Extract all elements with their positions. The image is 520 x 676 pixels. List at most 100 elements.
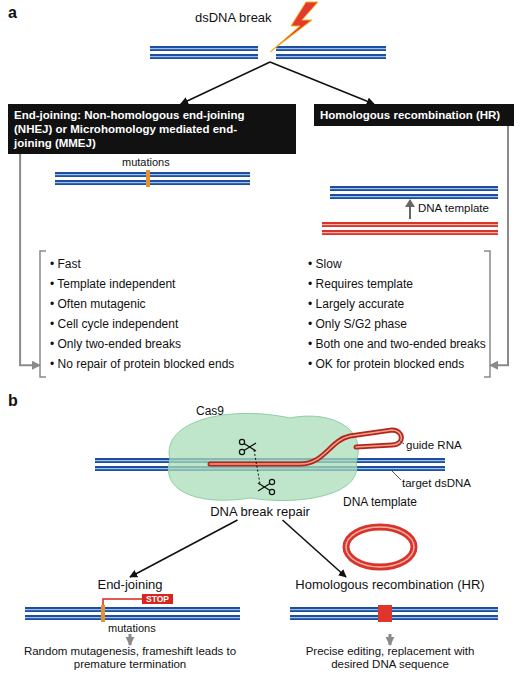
break-node-text: dsDNA break <box>150 10 390 26</box>
scissors-symbol <box>258 484 270 492</box>
pathway-box-text: End-joining: Non-homologous end-joining … <box>14 108 254 150</box>
panel-letter: a <box>8 4 17 22</box>
plasmid-node: DNA template <box>340 494 420 574</box>
cut-line <box>254 450 260 484</box>
edited-segment <box>378 605 392 622</box>
step-label-text: DNA break repair <box>185 504 335 520</box>
cas9-protein <box>168 413 358 500</box>
dna-strand <box>290 617 498 618</box>
connector-arrow <box>270 62 374 104</box>
dna-strand <box>290 605 498 622</box>
dna-strand <box>322 186 498 235</box>
outcome-text-text: Precise editing, replacement with desire… <box>290 645 490 671</box>
template-strand <box>322 230 498 235</box>
leader-line <box>399 440 404 444</box>
dna-strand <box>290 615 498 620</box>
list-bracket <box>40 251 46 377</box>
dna-strand <box>150 48 258 49</box>
scissors-symbol <box>258 483 270 491</box>
property-list-text: • Both one and two-ended breaks <box>308 334 490 354</box>
property-list-text: • Only S/G2 phase <box>308 314 490 334</box>
step-label: DNA break repair <box>185 504 335 520</box>
callout-label: DNA template <box>418 201 489 215</box>
guide-rna <box>210 430 401 464</box>
outcome-text: Precise editing, replacement with desire… <box>290 645 490 671</box>
dna-strand <box>276 56 386 57</box>
callout-label: mutations <box>108 621 156 635</box>
property-list-text: • Slow <box>308 254 490 274</box>
template-arrow <box>405 199 415 207</box>
dna-strand <box>330 186 498 191</box>
stop-line <box>103 599 142 605</box>
mutation-mark <box>146 170 150 187</box>
pathway-box: End-joining: Non-homologous end-joining … <box>8 104 296 154</box>
callout-label: target dsDNA <box>402 476 471 490</box>
outcome-branch-text: Homologous recombination (HR) <box>280 577 500 593</box>
dna-strand <box>25 607 240 612</box>
property-list-text: • Fast <box>50 254 290 274</box>
guide-rna <box>210 430 401 464</box>
connector-arrow <box>130 520 238 577</box>
connector-arrow <box>129 634 132 645</box>
outcome-text: Random mutagenesis, frameshift leads to … <box>8 645 252 671</box>
template-arrow <box>409 206 411 219</box>
dna-strand <box>55 174 250 175</box>
dna-strand <box>290 609 498 610</box>
dna-strand <box>290 607 498 612</box>
property-list-text: • No repair of protein blocked ends <box>50 354 290 374</box>
lightning-bolt <box>270 2 318 52</box>
property-list-text: • OK for protein blocked ends <box>308 354 490 374</box>
dna-strand <box>330 196 498 197</box>
dna-strand <box>150 56 258 57</box>
property-list: • Fast• Template independent• Often muta… <box>40 250 290 378</box>
connector-arrow <box>20 154 40 365</box>
pathway-box-text: Homologous recombination (HR) <box>320 108 508 122</box>
dna-strand <box>276 48 386 49</box>
template-strand <box>322 224 498 225</box>
connector-arrow <box>490 126 508 365</box>
plasmid-node-text: DNA template <box>340 494 420 510</box>
scissors-symbol <box>244 444 256 452</box>
dna-strand <box>330 188 498 189</box>
property-list-text: • Only two-ended breaks <box>50 334 290 354</box>
break-node: dsDNA break <box>150 10 390 62</box>
leader-line <box>392 471 401 480</box>
dna-strand <box>25 609 240 610</box>
plasmid-ring <box>346 527 414 567</box>
connector-arrow <box>283 520 347 577</box>
callout-label: guide RNA <box>406 438 462 452</box>
mutation-mark <box>101 605 105 622</box>
panel-letter: b <box>8 392 18 410</box>
property-list-text: • Template independent <box>50 274 290 294</box>
dna-strand <box>150 54 258 59</box>
dna-strand <box>55 180 250 185</box>
connector-arrow <box>389 634 392 645</box>
list-bracket <box>484 251 490 377</box>
property-list-text: • Requires template <box>308 274 490 294</box>
dna-strand <box>25 615 240 620</box>
property-list-text: • Largely accurate <box>308 294 490 314</box>
dna-strand <box>55 182 250 183</box>
template-strand <box>322 232 498 233</box>
dna-strand <box>150 46 386 59</box>
scissors-symbol <box>239 439 274 494</box>
connector-arrow <box>181 62 270 104</box>
scissors-symbol <box>244 443 256 451</box>
property-list-text: • Cell cycle independent <box>50 314 290 334</box>
dna-strand <box>276 46 386 51</box>
pathway-box: Homologous recombination (HR) <box>314 104 514 126</box>
callout-label: Cas9 <box>196 404 224 418</box>
stop-sign: STOP <box>142 594 173 604</box>
outcome-branch-text: End-joining <box>20 577 240 593</box>
property-list: • Slow• Requires template• Largely accur… <box>300 250 490 378</box>
dna-strand <box>25 617 240 618</box>
dna-strand <box>330 194 498 199</box>
outcome-text-text: Random mutagenesis, frameshift leads to … <box>8 645 252 671</box>
outcome-branch: Homologous recombination (HR) <box>280 577 500 634</box>
dna-strand <box>55 172 250 177</box>
dna-strand <box>150 46 258 51</box>
plasmid-ring <box>346 527 414 567</box>
template-strand <box>322 222 498 227</box>
dna-strand <box>55 170 250 187</box>
